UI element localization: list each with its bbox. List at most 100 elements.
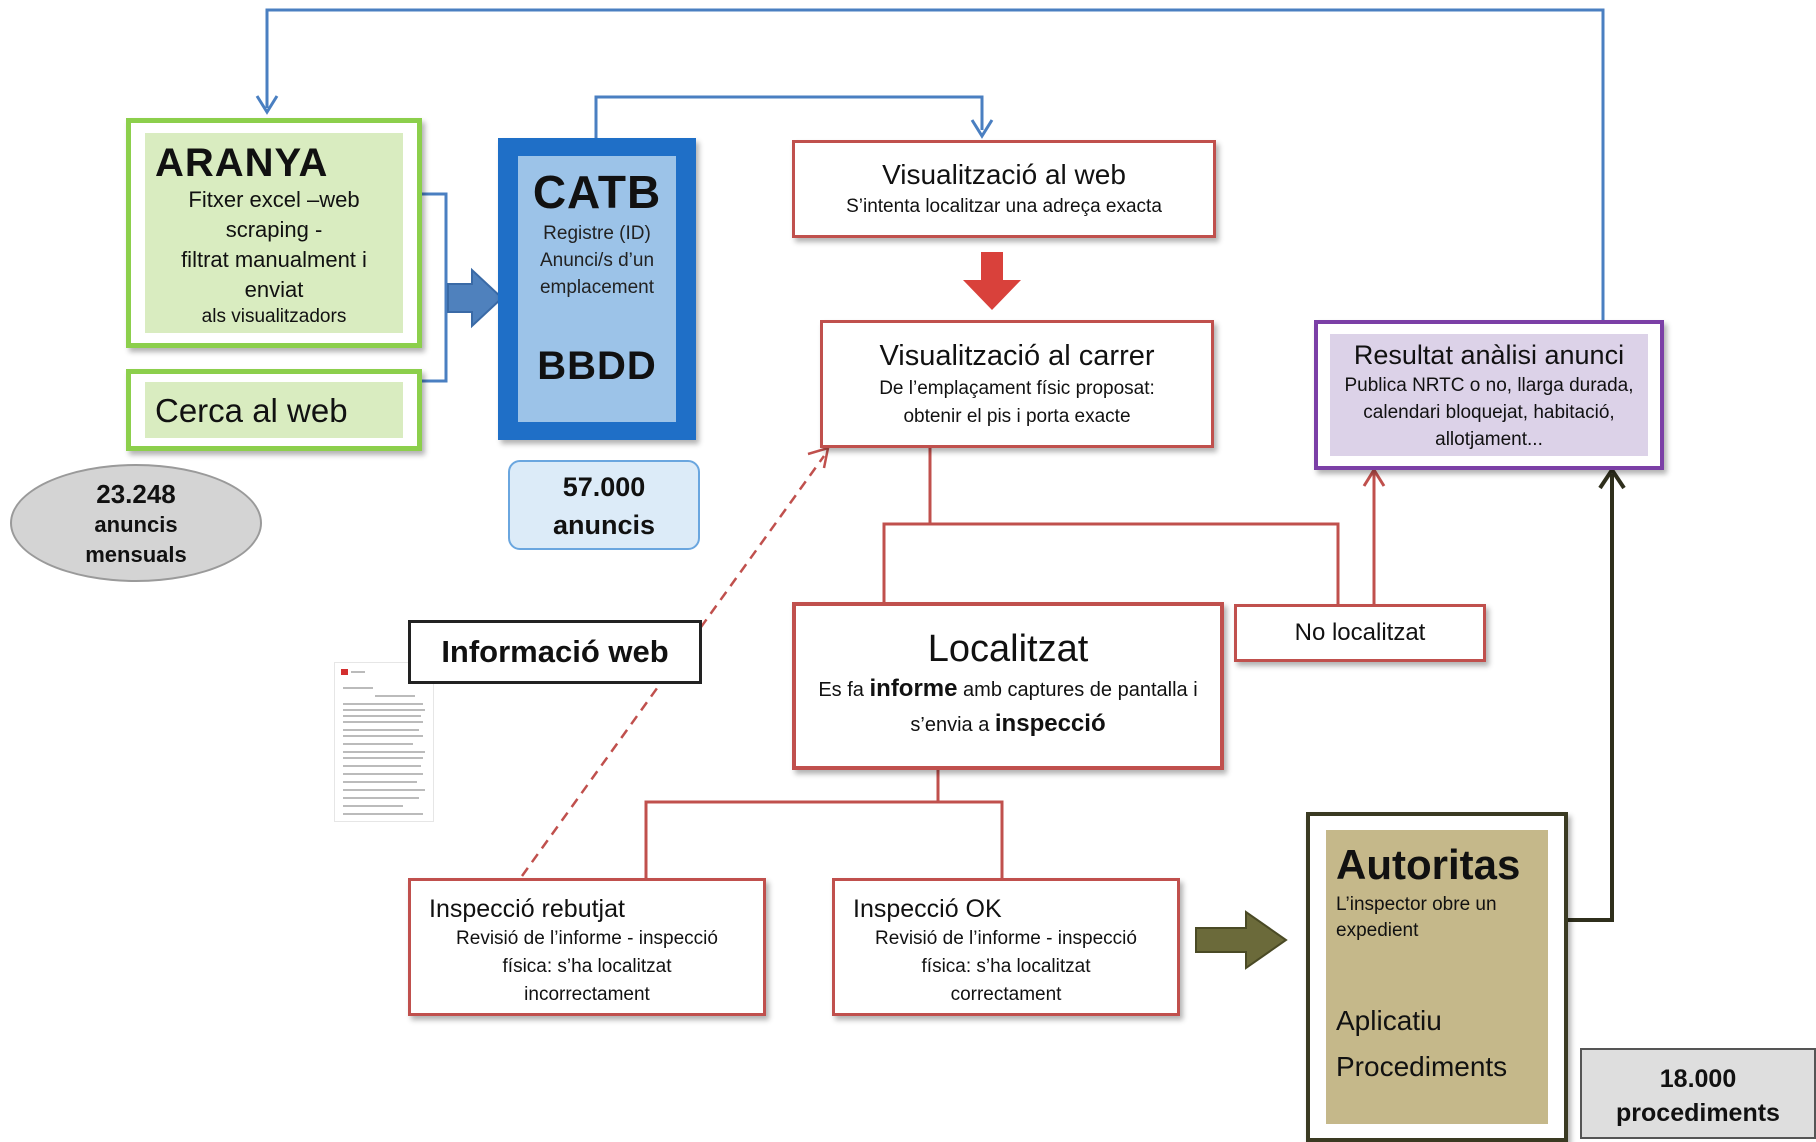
feedback-loop-line	[265, 8, 1605, 320]
no-localitzat-box: No localitzat	[1234, 604, 1486, 662]
localitzat-line1: Es fa informe amb captures de pantalla i	[796, 672, 1220, 707]
inspeccio-bracket-line	[644, 800, 1004, 878]
catb-title: CATB	[532, 166, 662, 218]
document-line	[343, 789, 425, 791]
ok-to-autoritas-arrow	[1195, 910, 1288, 970]
inspeccio-ok-line1: Revisió de l’informe - inspecció	[875, 928, 1137, 949]
document-line	[351, 671, 365, 673]
document-line	[343, 757, 423, 759]
report-document-thumbnail	[334, 662, 434, 822]
resultat-line1: Publica NRTC o no, llarga durada,	[1344, 375, 1634, 396]
localitzat-line1-pre: Es fa	[818, 679, 870, 701]
visualitzacio-carrer-line1: De l’emplaçament físic proposat:	[879, 378, 1155, 399]
no-localitzat-label: No localitzat	[1294, 619, 1426, 646]
cerca-web-label: Cerca al web	[145, 382, 403, 438]
inspeccio-ok-title: Inspecció OK	[853, 895, 1002, 923]
localitzat-line2: s’envia a inspecció	[796, 707, 1220, 742]
catb-box: CATB Registre (ID) Anunci/s d’un emplace…	[498, 138, 696, 440]
aranya-box: ARANYA Fitxer excel –web scraping - filt…	[126, 118, 422, 348]
visualitzacio-web-box: Visualització al web S’intenta localitza…	[792, 140, 1216, 238]
catb-line1: Registre (ID)	[543, 223, 651, 244]
document-line	[343, 715, 421, 717]
anuncis-total-number: 57.000	[562, 472, 646, 502]
procediments-label: procediments	[1616, 1099, 1780, 1127]
aranya-desc-1: Fitxer excel –web	[188, 187, 360, 212]
autoritas-app1: Aplicatiu	[1336, 1005, 1442, 1036]
resultat-title: Resultat anàlisi anunci	[1353, 340, 1625, 370]
inspeccio-ok-line2: física: s’ha localitzat	[921, 956, 1091, 977]
visualitzacio-carrer-title: Visualització al carrer	[879, 340, 1155, 372]
localitzat-title: Localitzat	[927, 628, 1089, 670]
catb-inner: CATB Registre (ID) Anunci/s d’un emplace…	[518, 156, 676, 422]
document-line	[343, 751, 425, 753]
inspeccio-rebutjat-line1: Revisió de l’informe - inspecció	[456, 928, 718, 949]
inspeccio-rebutjat-line3: incorrectament	[524, 984, 650, 1005]
cerca-web-box: Cerca al web	[126, 369, 422, 451]
localitzat-inspeccio: inspecció	[994, 710, 1106, 737]
aranya-desc-2: scraping -	[225, 217, 323, 242]
document-line	[343, 805, 403, 807]
rebutjat-feedback-arrowhead	[807, 446, 830, 469]
visualitzacio-carrer-box: Visualització al carrer De l’emplaçament…	[820, 320, 1214, 448]
informacio-web-label: Informació web	[441, 634, 669, 669]
document-line	[343, 687, 373, 689]
autoritas-line1: L’inspector obre un	[1336, 894, 1497, 915]
document-line	[343, 709, 425, 711]
document-line	[343, 729, 419, 731]
anuncis-total-box: 57.000 anuncis	[508, 460, 700, 550]
document-line	[343, 781, 417, 783]
catb-to-web-arrowhead	[970, 119, 994, 139]
input-bracket-line	[422, 192, 448, 383]
feedback-arrowhead	[255, 95, 279, 115]
resultat-inner: Resultat anàlisi anunci Publica NRTC o n…	[1330, 334, 1648, 456]
anuncis-mensuals-line2: mensuals	[85, 542, 187, 567]
informacio-web-label-box: Informació web	[408, 620, 702, 684]
document-line	[343, 813, 423, 815]
inspeccio-rebutjat-title: Inspecció rebutjat	[429, 895, 625, 923]
no-loc-arrowhead	[1362, 467, 1386, 487]
inspeccio-ok-line3: correctament	[950, 984, 1062, 1005]
aranya-title: ARANYA	[155, 141, 329, 185]
document-line	[343, 797, 419, 799]
localitzat-line2-pre: s’envia a	[910, 714, 995, 736]
document-line	[343, 735, 423, 737]
catb-line3: emplacement	[539, 277, 655, 298]
document-logo-icon	[341, 669, 348, 675]
localitzat-informe: informe	[869, 675, 958, 702]
catb-line2: Anunci/s d’un	[539, 250, 655, 271]
anuncis-mensuals-number: 23.248	[96, 479, 176, 509]
autoritas-to-resultat-line	[1568, 474, 1614, 922]
document-line	[343, 743, 413, 745]
inspeccio-rebutjat-box: Inspecció rebutjat Revisió de l’informe …	[408, 878, 766, 1016]
catb-to-web-line	[594, 95, 984, 138]
procediments-count-box: 18.000 procediments	[1580, 1048, 1816, 1139]
autoritas-arrowhead	[1598, 466, 1626, 490]
inspeccio-rebutjat-line2: física: s’ha localitzat	[502, 956, 672, 977]
split-horizontal-line	[882, 522, 1340, 604]
resultat-box: Resultat anàlisi anunci Publica NRTC o n…	[1314, 320, 1664, 470]
visualitzacio-web-title: Visualització al web	[882, 159, 1126, 190]
inspeccio-ok-box: Inspecció OK Revisió de l’informe - insp…	[832, 878, 1180, 1016]
anuncis-mensuals-line1: anuncis	[94, 512, 178, 537]
autoritas-box: Autoritas L’inspector obre un expedient …	[1306, 812, 1568, 1142]
document-line	[343, 721, 423, 723]
localitzat-line1-post: amb captures de pantalla i	[957, 679, 1198, 701]
autoritas-app2: Procediments	[1336, 1051, 1508, 1082]
autoritas-title: Autoritas	[1336, 841, 1521, 888]
autoritas-line2: expedient	[1336, 920, 1419, 941]
document-line	[375, 695, 415, 697]
down-red-arrow	[963, 252, 1021, 310]
resultat-line3: allotjament...	[1435, 429, 1543, 450]
visualitzacio-web-subtitle: S’intenta localitzar una adreça exacta	[846, 196, 1162, 217]
autoritas-inner: Autoritas L’inspector obre un expedient …	[1326, 830, 1548, 1124]
catb-db-label: BBDD	[537, 344, 657, 388]
anuncis-mensuals-ellipse: 23.248 anuncis mensuals	[10, 464, 262, 582]
document-line	[343, 703, 423, 705]
aranya-desc-5: als visualitzadors	[201, 306, 347, 327]
aranya-inner: ARANYA Fitxer excel –web scraping - filt…	[145, 133, 403, 333]
anuncis-total-label: anuncis	[552, 510, 656, 540]
resultat-line2: calendari bloquejat, habitació,	[1363, 402, 1615, 423]
document-line	[343, 773, 423, 775]
aranya-desc-4: enviat	[244, 277, 304, 302]
input-block-arrow	[447, 267, 504, 329]
